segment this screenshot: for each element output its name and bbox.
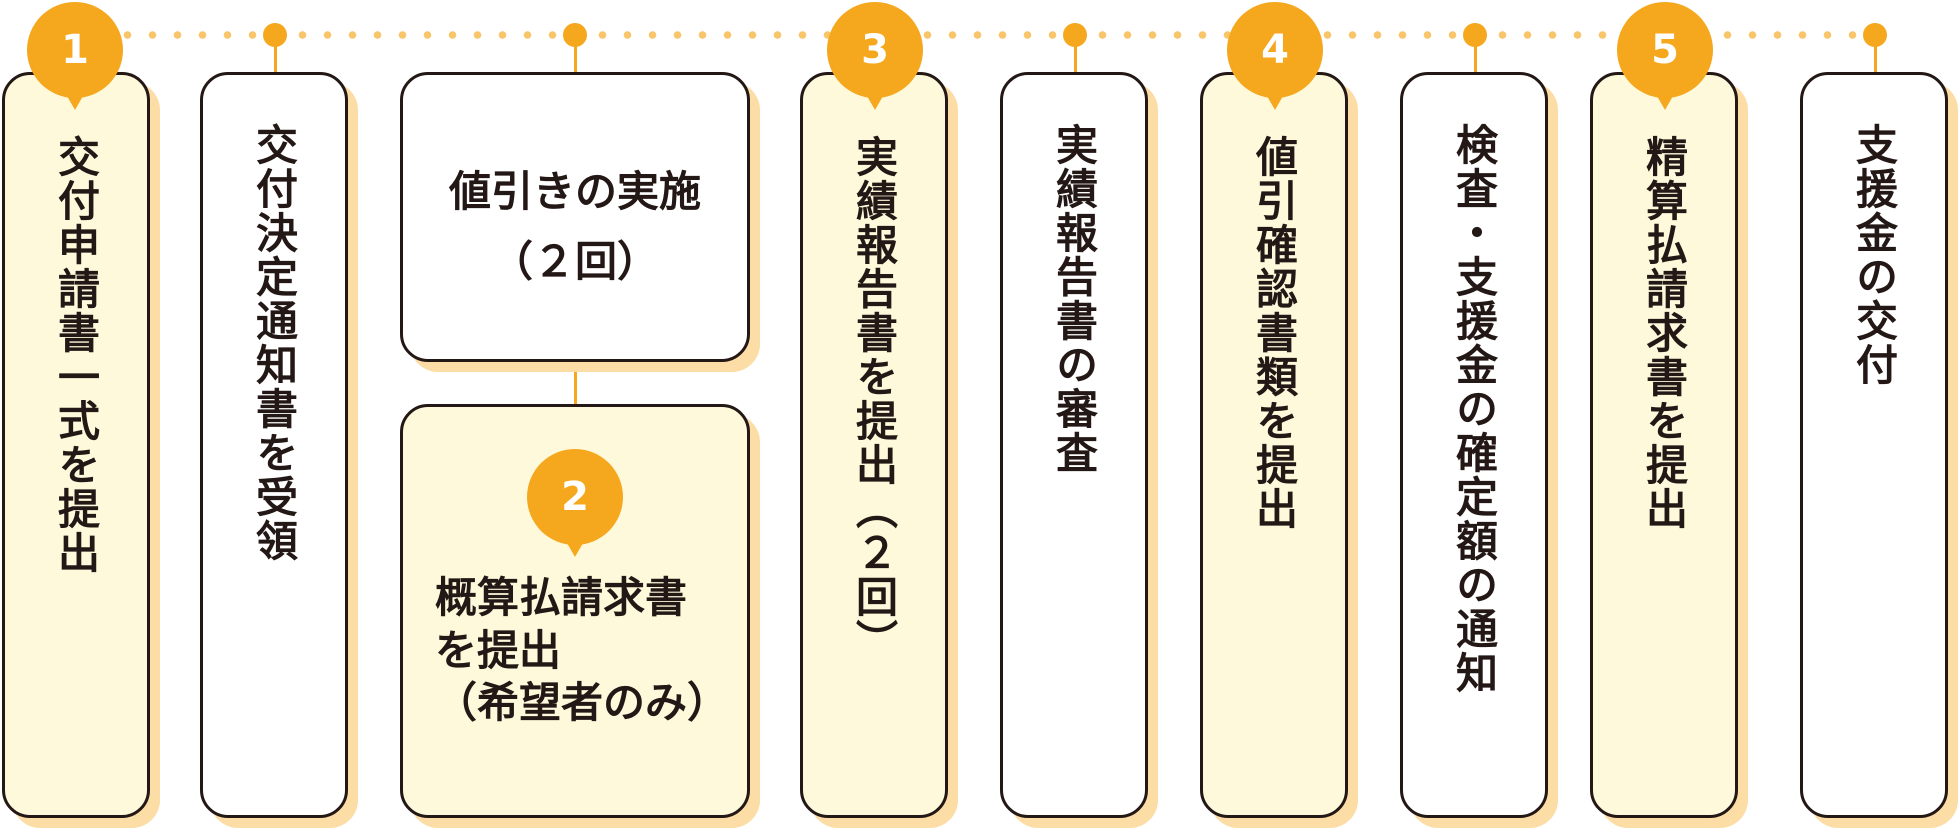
- label-line: 概算払請求書: [435, 573, 688, 622]
- step-card-application: 交付申請書一式を提出: [2, 72, 150, 818]
- step-card-performance-report: 実績報告書を提出（２回）: [800, 72, 948, 818]
- step-label: 値引きの実施: [448, 167, 701, 216]
- connector-stem: [574, 362, 577, 404]
- step-number-badge: 4: [1227, 2, 1323, 110]
- step-label: 値引確認書類を提出: [1249, 135, 1299, 531]
- label-line: （希望者のみ）: [435, 678, 730, 727]
- label-line: を提出: [435, 625, 562, 675]
- timeline-dotted-line: [90, 31, 1880, 39]
- step-label: 支援金の交付: [1849, 123, 1899, 387]
- step-number-badge: 2: [527, 449, 623, 557]
- timeline-pin: [1863, 23, 1887, 47]
- step-label: 概算払請求書 を提出 （希望者のみ）: [403, 572, 747, 730]
- timeline-pin: [563, 23, 587, 47]
- step-number-badge: 3: [827, 2, 923, 110]
- timeline-pin: [263, 23, 287, 47]
- step-label: 交付決定通知書を受領: [249, 123, 299, 563]
- timeline-stem: [574, 45, 577, 72]
- step-number-badge: 1: [27, 2, 123, 110]
- step-label: 精算払請求書を提出: [1639, 135, 1689, 531]
- step-card-discount: 値引きの実施 （２回）: [400, 72, 750, 362]
- step-card-final-payment-request: 精算払請求書を提出: [1590, 72, 1738, 818]
- step-card-advance-payment: 2 概算払請求書 を提出 （希望者のみ）: [400, 404, 750, 818]
- step-label: 交付申請書一式を提出: [51, 135, 101, 575]
- step-label: 実績報告書を提出（２回）: [849, 135, 899, 663]
- step-label: 検査・支援金の確定額の通知: [1449, 123, 1499, 695]
- timeline-stem: [1074, 45, 1077, 72]
- step-card-decision-notice: 交付決定通知書を受領: [200, 72, 348, 818]
- timeline-stem: [274, 45, 277, 72]
- step-card-grant-payment: 支援金の交付: [1800, 72, 1948, 818]
- step-card-report-review: 実績報告書の審査: [1000, 72, 1148, 818]
- step-label: 実績報告書の審査: [1049, 123, 1099, 475]
- step-label-note: （２回）: [490, 237, 659, 286]
- step-card-discount-documents: 値引確認書類を提出: [1200, 72, 1348, 818]
- timeline-stem: [1874, 45, 1877, 72]
- timeline-pin: [1063, 23, 1087, 47]
- timeline-stem: [1474, 45, 1477, 72]
- step-number-badge: 5: [1617, 2, 1713, 110]
- timeline-pin: [1463, 23, 1487, 47]
- step-card-inspection-notice: 検査・支援金の確定額の通知: [1400, 72, 1548, 818]
